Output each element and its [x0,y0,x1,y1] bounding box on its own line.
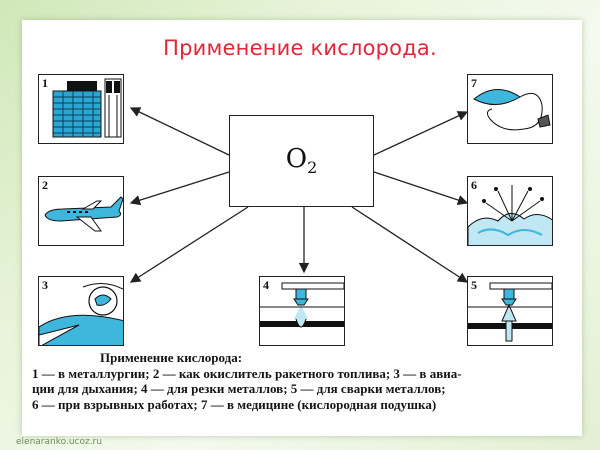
panel-4: 4 [259,276,345,346]
caption-title: Применение кислорода: [100,350,243,365]
arrow-to-6 [373,171,469,206]
panel-7: 7 [467,74,553,144]
airplane-icon [44,196,123,232]
arrow-to-2 [129,171,230,206]
panel-number: 3 [42,278,48,292]
panel-number: 5 [471,278,477,292]
oxygen-pillow-icon [473,89,551,131]
caption-line: 6 — при взрывных работах; 7 — в медицине… [32,396,437,412]
metal-welding-icon [468,282,552,342]
slide-title: Применение кислорода. [163,36,437,60]
pilot-cockpit-icon [39,283,123,345]
panel-number: 4 [263,278,269,292]
metallurgy-building-icon [52,78,122,138]
panel-3: 3 [38,276,124,346]
metal-cutting-icon [260,282,344,328]
panel-number: 2 [42,178,48,192]
arrow-to-1 [129,107,230,156]
panel-number: 6 [471,178,477,192]
panel-1: 1 [38,74,124,144]
oxygen-formula: O2 [285,144,318,178]
arrow-to-5 [351,206,469,283]
panel-5: 5 [467,276,553,346]
arrow-to-7 [373,111,469,156]
watermark: elenaranko.ucoz.ru [16,437,102,447]
caption-line: 1 — в металлургии; 2 — как окислитель ра… [32,365,462,381]
caption: Применение кислорода: 1 — в металлургии;… [32,350,572,412]
explosion-icon [468,185,552,245]
panel-number: 1 [42,76,48,90]
oxygen-box: O2 [229,115,374,207]
panel-6: 6 [467,176,553,246]
caption-line: ции для дыхания; 4 — для резки металлов;… [32,381,446,396]
panel-number: 7 [471,76,477,90]
panel-2: 2 [38,176,124,246]
arrow-to-3 [129,206,249,283]
